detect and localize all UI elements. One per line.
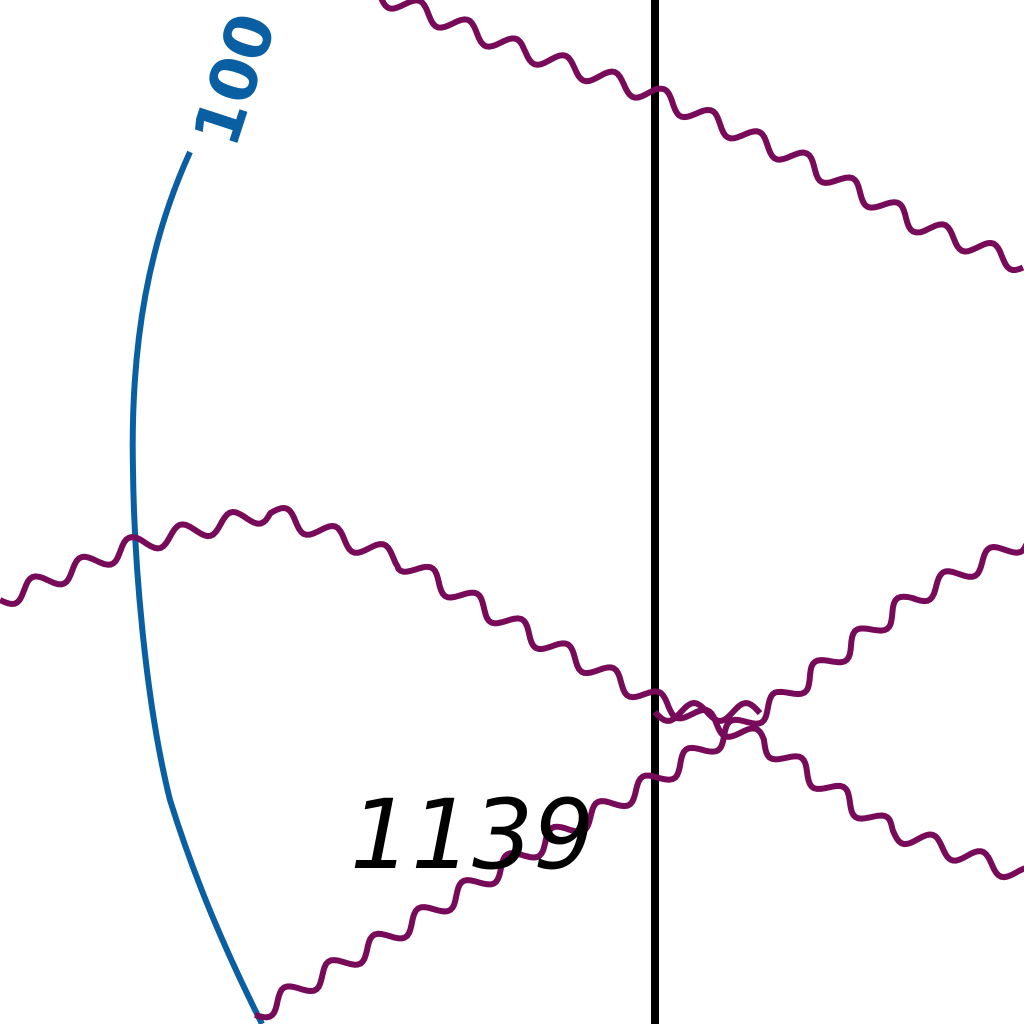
parcel-label: 1139 — [350, 779, 594, 891]
wavy-line — [0, 505, 1024, 881]
contour-line — [129, 150, 265, 1024]
wavy-line — [254, 543, 1024, 1021]
wavy-line — [378, 0, 1024, 273]
wavy-line — [652, 700, 763, 724]
contour-label: 100 — [180, 5, 292, 155]
